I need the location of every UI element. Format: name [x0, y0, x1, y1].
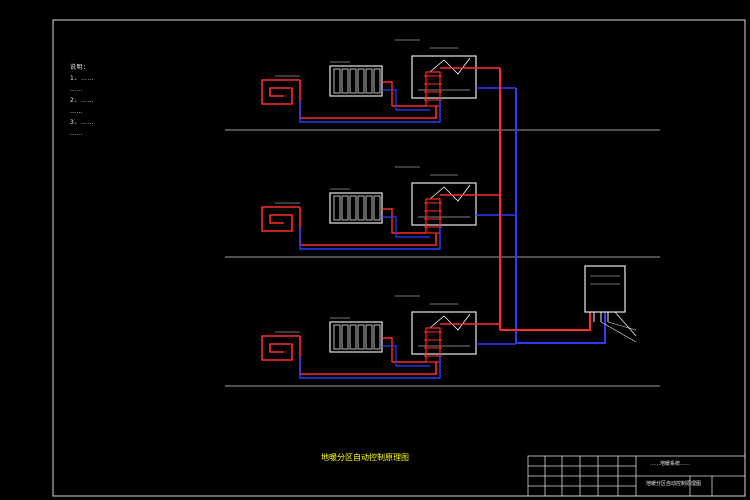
radiator-fin [333, 324, 341, 350]
radiator-fin [357, 68, 365, 94]
zone-control-box [411, 55, 477, 99]
floor-heating-coil [261, 335, 300, 361]
control-wiring [429, 57, 471, 75]
return-pipe [299, 100, 441, 123]
radiator-fin [365, 195, 373, 221]
notes-line: …… [70, 108, 83, 115]
design-notes: 说明： 1、…… …… 2、…… …… 3、…… …… [70, 62, 162, 139]
boiler [584, 265, 637, 343]
radiator-fin [341, 68, 349, 94]
notes-line: 3、…… [70, 119, 94, 126]
supply-pipe [382, 337, 426, 363]
control-wiring [429, 184, 471, 202]
radiator-fin [349, 324, 357, 350]
zone-1 [261, 39, 516, 123]
drawing-frame [52, 19, 746, 497]
drawing-caption: 地暖分区自动控制原理图 [321, 453, 409, 462]
supply-pipe [299, 336, 437, 375]
notes-line: …… [70, 130, 83, 137]
notes-line: …… [70, 86, 83, 93]
radiator-fin [373, 68, 381, 94]
return-to-boiler [516, 312, 606, 344]
manifold [425, 327, 441, 363]
manifold [425, 198, 441, 234]
zone-control-box [411, 311, 477, 355]
radiator [329, 192, 383, 224]
title-block-drawing-name: 地暖分区自动控制原理图 [646, 481, 702, 487]
return-pipe [382, 89, 430, 111]
notes-line: 2、…… [70, 97, 94, 104]
floor-heating-coil [261, 79, 300, 105]
supply-pipe [382, 208, 426, 234]
title-block-project-name: ……地暖系统…… [650, 461, 691, 467]
radiator-fin [365, 324, 373, 350]
zone-2 [261, 166, 516, 250]
zone-control-box [411, 182, 477, 226]
notes-line: 说明： [70, 64, 90, 71]
supply-pipe [299, 207, 437, 246]
radiator-fin [365, 68, 373, 94]
zones-group [261, 39, 516, 379]
zone-3 [261, 295, 516, 379]
radiator-fin [357, 324, 365, 350]
return-pipe [382, 345, 430, 367]
title-block [527, 455, 746, 497]
radiator [329, 65, 383, 97]
radiator-fin [373, 195, 381, 221]
notes-line: 1、…… [70, 75, 94, 82]
radiator-fin [349, 195, 357, 221]
return-pipe [382, 216, 430, 238]
supply-pipe [382, 81, 426, 107]
radiator-fin [373, 324, 381, 350]
return-pipe [299, 356, 441, 379]
control-wiring [429, 313, 471, 331]
manifold [425, 71, 441, 107]
radiator-fin [333, 68, 341, 94]
supply-to-boiler [500, 312, 591, 331]
return-pipe [299, 227, 441, 250]
radiator-fin [341, 324, 349, 350]
radiator-fin [341, 195, 349, 221]
radiator-fin [349, 68, 357, 94]
floor-heating-coil [261, 206, 300, 232]
supply-pipe [299, 80, 437, 119]
radiator-fin [333, 195, 341, 221]
radiator-fin [357, 195, 365, 221]
radiator [329, 321, 383, 353]
